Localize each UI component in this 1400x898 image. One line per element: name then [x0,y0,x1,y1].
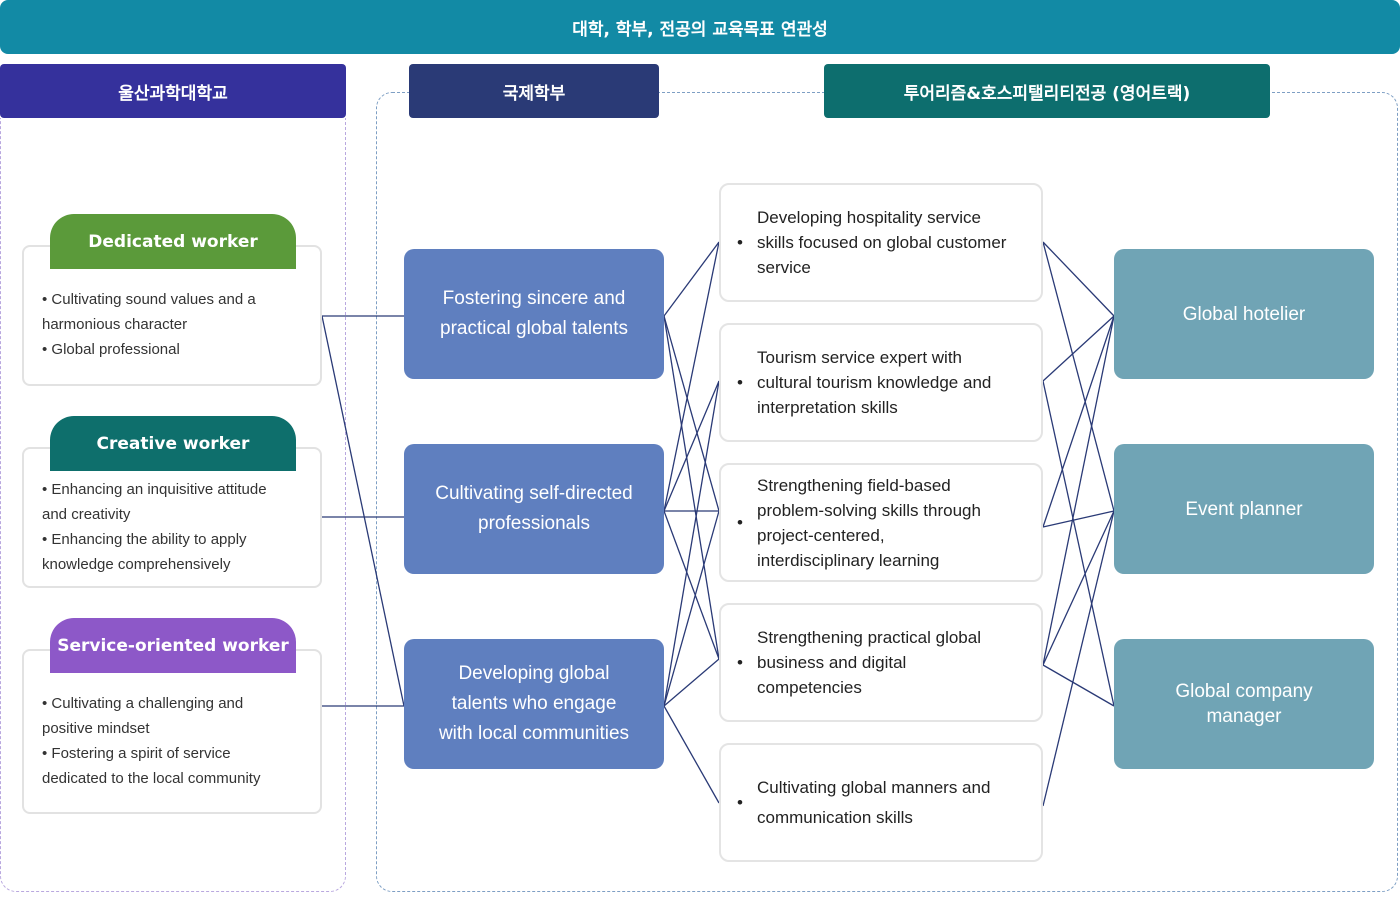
career-global-company-manager: Global company manager [1114,639,1374,769]
service-worker-line-2: positive mindset [42,720,150,737]
service-worker-line-3: • Fostering a spirit of service [42,745,231,762]
career-3-line-2: manager [1206,706,1282,727]
creative-worker-line-2: and creativity [42,506,131,523]
department-goal-2: Cultivating self-directed professionals [404,444,664,574]
major-header: 투어리즘&호스피탤리티전공 (영어트랙) [824,64,1270,118]
major-goal-5: • Cultivating global manners and communi… [719,743,1043,862]
service-worker-line-4: dedicated to the local community [42,770,261,787]
major-goal-5-line-1: Cultivating global manners and [757,777,991,797]
major-goal-2-line-2: cultural tourism knowledge and [757,373,992,392]
career-event-planner: Event planner [1114,444,1374,574]
major-goal-2-line-1: Tourism service expert with [757,348,963,367]
bullet-icon: • [737,793,743,812]
major-goal-4-line-2: business and digital [757,653,907,672]
major-goal-4: • Strengthening practical global busines… [719,603,1043,722]
university-header: 울산과학대학교 [0,64,346,118]
creative-worker-line-4: knowledge comprehensively [42,556,231,573]
department-goal-3-line-2: talents who engage [451,693,617,714]
creative-worker-line-1: • Enhancing an inquisitive attitude [42,481,267,498]
dedicated-worker-tab: Dedicated worker [50,214,296,269]
major-goal-5-line-2: communication skills [757,807,913,827]
service-oriented-worker-tab: Service-oriented worker [50,618,296,673]
major-goal-3-line-1: Strengthening field-based [757,475,951,495]
dedicated-worker-line-2: harmonious character [42,316,188,333]
creative-worker-line-3: • Enhancing the ability to apply [42,531,247,548]
major-goal-1-line-3: service [757,258,811,277]
department-goal-1-line-1: Fostering sincere and [442,288,626,309]
major-goal-2-line-3: interpretation skills [757,398,898,417]
major-goal-4-line-3: competencies [757,678,862,697]
university-column-frame [0,118,346,892]
major-goal-1: • Developing hospitality service skills … [719,183,1043,302]
bullet-icon: • [737,373,743,392]
department-goal-2-line-1: Cultivating self-directed [435,483,633,504]
department-goal-3-line-3: with local communities [438,723,630,744]
major-goal-2: • Tourism service expert with cultural t… [719,323,1043,442]
major-goal-3: • Strengthening field-based problem-solv… [719,463,1043,582]
dedicated-worker-line-3: • Global professional [42,341,180,358]
major-goal-3-line-3: project-centered, [757,525,885,545]
department-goal-3: Developing global talents who engage wit… [404,639,664,769]
service-oriented-worker-card: • Cultivating a challenging and positive… [22,649,322,814]
department-header: 국제학부 [409,64,659,118]
bullet-icon: • [737,513,743,532]
major-goal-1-line-1: Developing hospitality service [757,208,981,227]
career-3-line-1: Global company [1175,681,1313,702]
bullet-icon: • [737,653,743,672]
major-goal-3-line-2: problem-solving skills through [757,500,981,520]
major-goal-3-line-4: interdisciplinary learning [757,550,940,570]
department-goal-2-line-2: professionals [478,513,590,534]
career-1-line-1: Global hotelier [1182,303,1306,325]
career-2-line-1: Event planner [1185,498,1303,520]
page-title: 대학, 학부, 전공의 교육목표 연관성 [0,0,1400,54]
bullet-icon: • [737,233,743,252]
service-worker-line-1: • Cultivating a challenging and [42,695,244,712]
major-goal-4-line-1: Strengthening practical global [757,628,981,647]
department-goal-1: Fostering sincere and practical global t… [404,249,664,379]
major-goal-1-line-2: skills focused on global customer [757,233,1007,252]
career-global-hotelier: Global hotelier [1114,249,1374,379]
dedicated-worker-line-1: • Cultivating sound values and a [42,291,256,308]
department-goal-3-line-1: Developing global [458,663,610,684]
creative-worker-tab: Creative worker [50,416,296,471]
department-goal-1-line-2: practical global talents [440,318,628,339]
